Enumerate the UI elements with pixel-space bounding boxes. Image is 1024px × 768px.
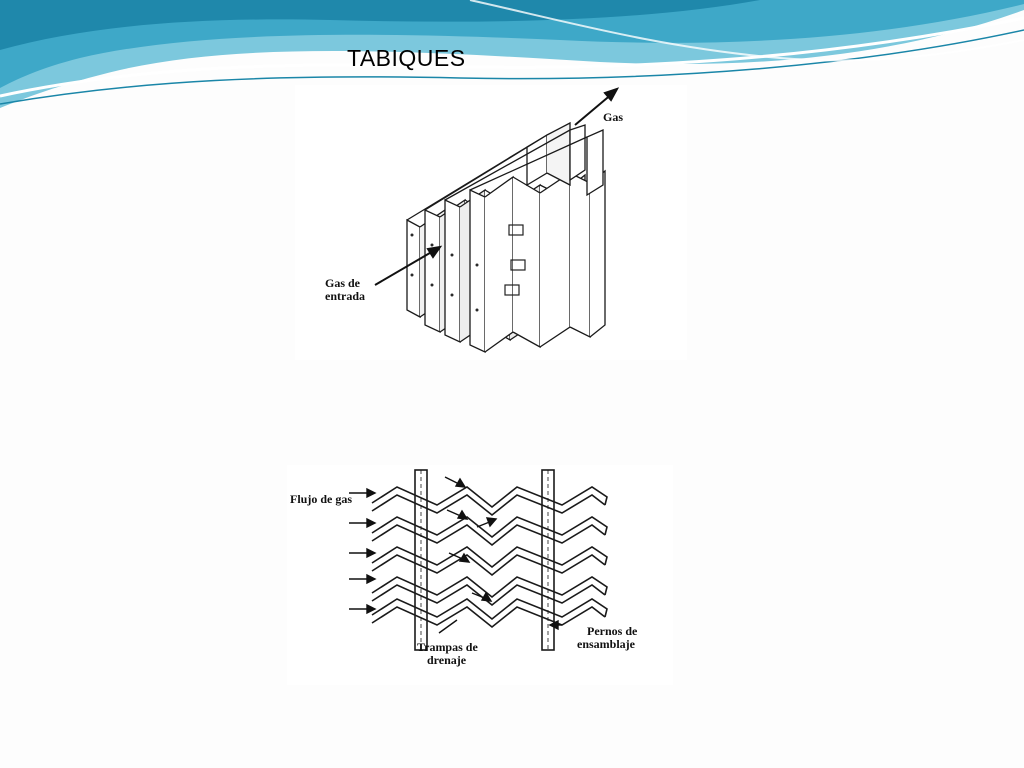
gas-flow-label: Flujo de gas [290, 492, 353, 506]
chevron-vanes-figure: Flujo de gas Trampas de drenaje Pernos d… [287, 465, 673, 685]
baffle-plates-figure: Gas Gas de entrada [295, 85, 687, 360]
gas-inlet-label-line2: entrada [325, 289, 365, 303]
assembly-bolts-label-line1: Pernos de [587, 624, 638, 638]
header-wave-decoration [0, 0, 1024, 108]
chevron-vanes-drawing [349, 469, 608, 651]
gas-outlet-label: Gas [603, 110, 624, 124]
slide-title: TABIQUES [347, 45, 466, 71]
baffle-plates-drawing [374, 87, 620, 354]
assembly-bolts-label-line2: ensamblaje [577, 637, 635, 651]
drain-traps-label-line1: Trampas de [417, 640, 478, 654]
drain-traps-label-line2: drenaje [427, 653, 467, 667]
gas-inlet-label-line1: Gas de [325, 276, 361, 290]
